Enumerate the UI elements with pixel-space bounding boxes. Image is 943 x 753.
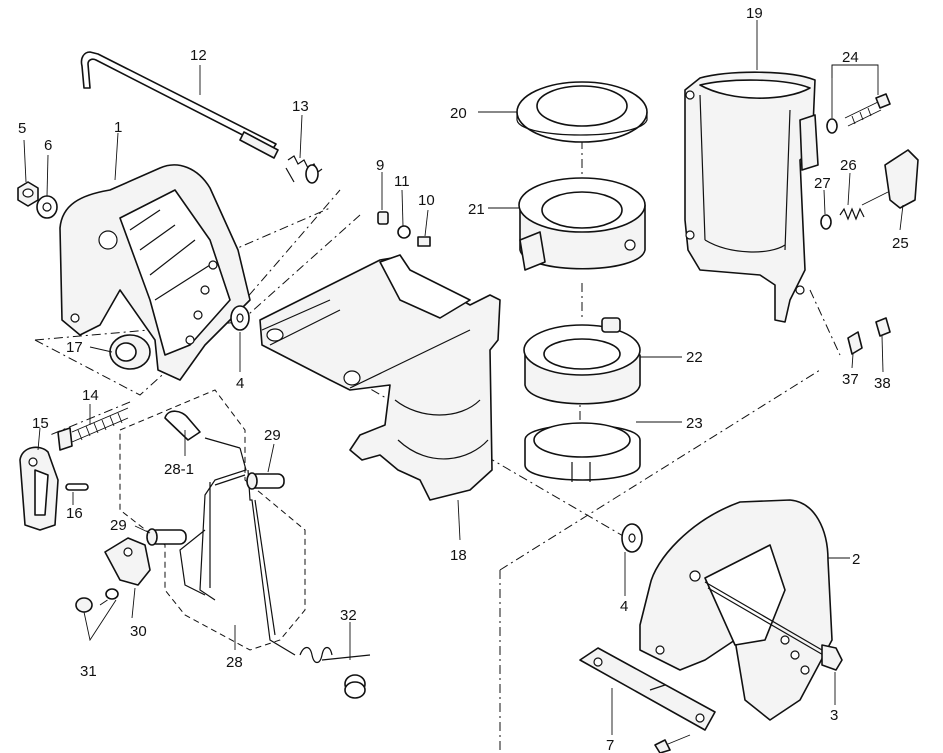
part-20-thrust-ring <box>516 81 648 143</box>
part-10-screw <box>417 236 431 247</box>
label-part-7: 7 <box>606 737 614 753</box>
part-21-upper-bushing <box>518 177 646 271</box>
label-part-5: 5 <box>18 120 26 137</box>
part-12-tilt-rod <box>80 51 279 159</box>
part-number-labels: 5 6 1 12 13 9 11 10 17 4 14 15 16 28-1 2… <box>18 5 909 753</box>
part-11-washer <box>397 225 411 239</box>
label-part-29-upper: 29 <box>264 427 281 444</box>
label-part-28: 28 <box>226 654 243 671</box>
part-28-lever-arm <box>179 447 296 656</box>
part-18-swivel-bracket <box>259 254 501 501</box>
part-28-assembly-frame <box>119 389 306 651</box>
part-17-knob <box>109 334 151 370</box>
label-part-16: 16 <box>66 505 83 522</box>
label-part-2: 2 <box>852 551 860 568</box>
part-29-pin-lower <box>146 528 187 546</box>
label-part-18: 18 <box>450 547 467 564</box>
part-31-screw-and-washer <box>75 588 119 613</box>
part-26-spring <box>839 191 889 221</box>
label-part-29-lower: 29 <box>110 517 127 534</box>
label-part-15: 15 <box>32 415 49 432</box>
label-part-6: 6 <box>44 137 52 154</box>
part-27-washer <box>820 214 832 230</box>
label-part-32: 32 <box>340 607 357 624</box>
label-part-3: 3 <box>830 707 838 724</box>
label-part-12: 12 <box>190 47 207 64</box>
label-part-25: 25 <box>892 235 909 252</box>
label-part-9: 9 <box>376 157 384 174</box>
part-30-bracket <box>104 537 151 586</box>
label-part-27: 27 <box>814 175 831 192</box>
label-part-38: 38 <box>874 375 891 392</box>
part-19-housing <box>684 71 819 323</box>
label-part-17: 17 <box>66 339 83 356</box>
label-part-21: 21 <box>468 201 485 218</box>
label-part-14: 14 <box>82 387 99 404</box>
part-7-plate <box>579 647 716 731</box>
label-part-30: 30 <box>130 623 147 640</box>
part-23-split-ring <box>524 422 641 482</box>
leader-lines <box>23 20 904 735</box>
label-part-1: 1 <box>114 119 122 136</box>
part-24-bolt-and-washer <box>826 93 891 134</box>
label-part-37: 37 <box>842 371 859 388</box>
part-38-nipple <box>875 317 891 337</box>
label-part-19: 19 <box>746 5 763 22</box>
part-4-washer-lower <box>621 523 643 553</box>
label-part-31: 31 <box>80 663 97 680</box>
part-2-clamp-bracket <box>639 499 833 721</box>
label-part-23: 23 <box>686 415 703 432</box>
part-3-through-bolt <box>704 581 843 671</box>
part-5-nut <box>17 181 39 207</box>
label-part-24: 24 <box>842 49 859 66</box>
part-1-clamp-bracket <box>59 164 251 381</box>
label-part-11: 11 <box>394 173 410 190</box>
label-part-4-lower: 4 <box>620 598 628 615</box>
part-14-bolt <box>57 407 129 451</box>
part-22-lower-bushing <box>523 317 641 405</box>
label-part-10: 10 <box>418 192 435 209</box>
part-28-1-grip <box>164 410 241 449</box>
part-32-spring <box>299 646 371 699</box>
part-9-nipple <box>377 211 389 225</box>
label-part-20: 20 <box>450 105 467 122</box>
part-15-lever-plate <box>19 446 59 531</box>
label-part-26: 26 <box>840 157 857 174</box>
part-37-nipple <box>847 331 863 355</box>
part-16-pin <box>65 483 89 491</box>
label-part-22: 22 <box>686 349 703 366</box>
label-part-28-1: 28-1 <box>164 461 194 478</box>
part-13-spring <box>285 155 323 184</box>
part-6-washer <box>36 195 58 219</box>
part-25-handle-plate <box>884 149 919 209</box>
label-part-13: 13 <box>292 98 309 115</box>
part-7-screw <box>654 734 691 753</box>
part-29-pin-upper <box>246 472 285 490</box>
label-part-4-upper: 4 <box>236 375 244 392</box>
part-4-washer-upper <box>230 305 250 331</box>
